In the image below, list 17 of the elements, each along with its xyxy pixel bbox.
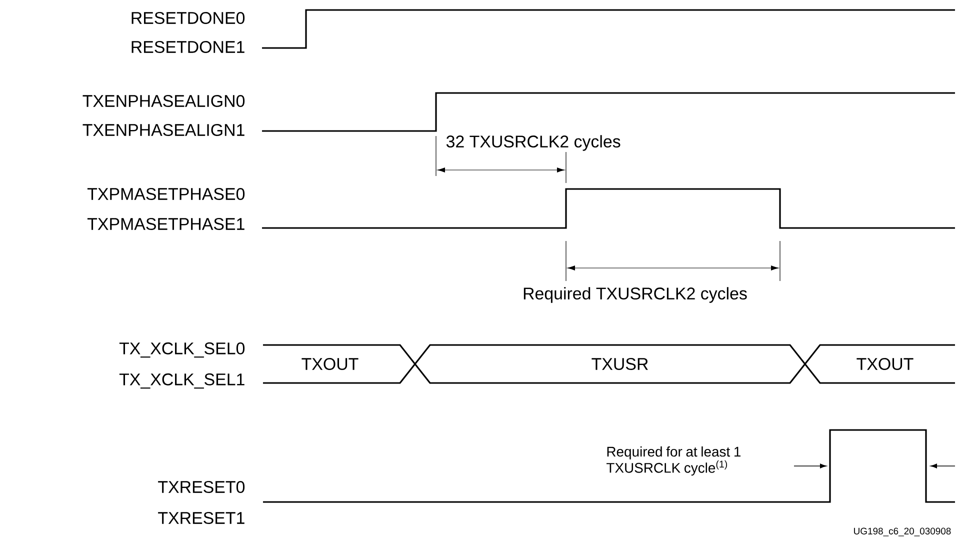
- signal-name: RESETDONE1: [132, 41, 244, 53]
- signal-name: TXENPHASEALIGN1: [82, 124, 244, 136]
- bus-value: TXOUT: [302, 358, 358, 370]
- signal-name: TX_XCLK_SEL0: [119, 342, 245, 358]
- signal-name: TX_XCLK_SEL1: [119, 373, 244, 389]
- bus-value: TXUSR: [592, 358, 648, 370]
- signal-name: RESETDONE0: [132, 12, 245, 24]
- signal-name: TXPMASETPHASE0: [87, 188, 245, 200]
- signal-name: TXPMASETPHASE1: [87, 218, 244, 230]
- dimension-label: Required TXUSRCLK2 cycles: [524, 287, 747, 303]
- figure-id: UG198_c6_20_030908: [854, 528, 951, 536]
- dimension-label: 32 TXUSRCLK2 cycles: [446, 135, 620, 151]
- signal-name: TXRESET1: [158, 512, 244, 524]
- note-text: Required for at least 1 TXUSRCLK cycle$^{(1)}$: [606, 446, 740, 476]
- signal-name: TXRESET0: [158, 481, 245, 493]
- bus-value: TXOUT: [856, 358, 914, 370]
- signal-name: TXENPHASEALIGN0: [82, 95, 245, 107]
